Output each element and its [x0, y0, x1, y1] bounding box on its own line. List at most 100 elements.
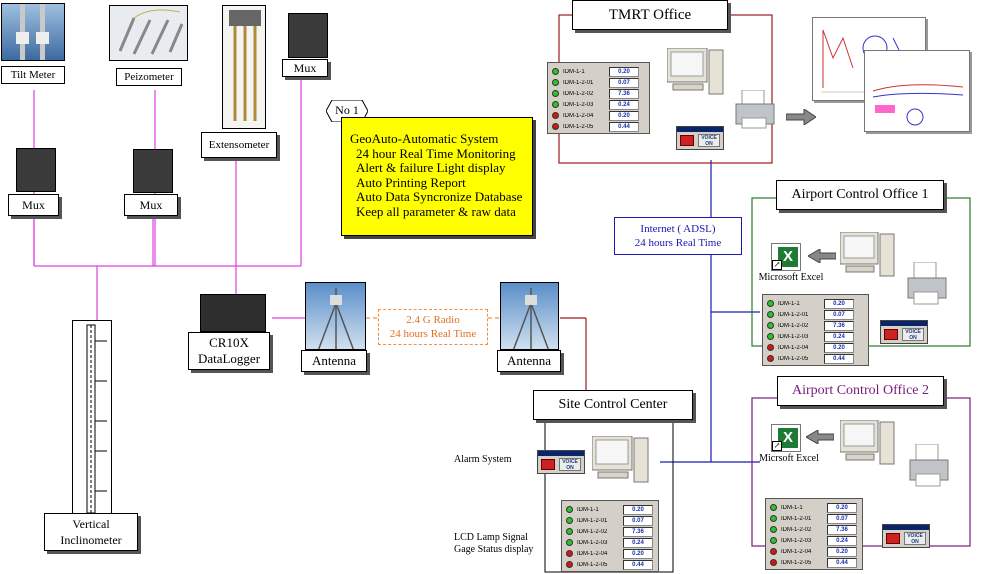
tmrt-computer — [666, 47, 725, 98]
airport2-voice-button[interactable]: VOICE ON — [882, 524, 930, 548]
status-ok-lamp — [767, 300, 774, 307]
gage-name: IDM-1-1 — [778, 300, 800, 307]
gage-name: IDM-1-2-05 — [563, 123, 594, 130]
alarm-system-label: Alarm System — [454, 454, 512, 465]
alarm-bell-icon — [884, 329, 898, 340]
gage-value: 0.44 — [824, 353, 854, 364]
inclinometer-label-line2: Inclinometer — [60, 533, 122, 547]
airport2-printer-icon — [908, 443, 950, 490]
mux-label-top: Mux — [282, 59, 328, 77]
gage-name: IDM-1-1 — [577, 506, 599, 513]
internet-link-label: Internet ( ADSL) 24 hours Real Time — [614, 217, 742, 255]
feature-item: Alert & failure Light display — [356, 160, 506, 175]
gage-value: 0.07 — [609, 77, 639, 88]
voice-on-label: VOICE ON — [904, 532, 926, 545]
lcd-label-line1: LCD Lamp Signal — [454, 532, 528, 543]
tmrt-office-title: TMRT Office — [572, 0, 728, 30]
datalogger-photo — [200, 294, 266, 332]
mux-unit-left — [16, 148, 56, 192]
gage-name: IDM-1-2-01 — [577, 517, 608, 524]
airport2-computer — [839, 419, 896, 468]
feature-badge-text: No 1 — [335, 103, 359, 117]
report-page-2 — [864, 50, 970, 132]
radio-link-line2: 24 hours Real Time — [389, 328, 477, 340]
feature-title: GeoAuto-Automatic System — [350, 131, 499, 146]
tmrt-voice-button[interactable]: VOICE ON — [676, 126, 724, 150]
inclinometer-diagram — [72, 320, 112, 515]
status-ok-lamp — [552, 101, 559, 108]
gage-value: 0.20 — [824, 298, 854, 309]
piezometer-photo — [109, 5, 188, 61]
gage-name: IDM-1-2-01 — [781, 515, 812, 522]
status-ok-lamp — [770, 515, 777, 522]
mux-unit-top — [288, 13, 328, 58]
gage-value: 0.20 — [609, 66, 639, 77]
left-arrow-icon — [805, 429, 835, 449]
status-ok-lamp — [767, 311, 774, 318]
gage-value: 0.24 — [827, 535, 857, 546]
status-ok-lamp — [566, 528, 573, 535]
voice-on-label: VOICE ON — [698, 134, 720, 147]
feature-badge: No 1 — [325, 99, 369, 123]
gage-value: 0.44 — [623, 559, 653, 570]
feature-item: Auto Data Syncronize Database — [356, 189, 523, 204]
datalogger-label: CR10X DataLogger — [188, 332, 270, 370]
airport1-voice-button[interactable]: VOICE ON — [880, 320, 928, 344]
radio-link-line1: 2.4 G Radio — [406, 314, 460, 326]
airport2-excel-label: Micrsoft Excel — [759, 453, 819, 464]
status-ok-lamp — [770, 504, 777, 511]
status-row: IDM-1-2-01 0.07 — [552, 77, 645, 88]
extensometer-photo — [222, 5, 266, 129]
status-row: IDM-1-2-03 0.24 — [767, 331, 864, 342]
status-row: IDM-1-2-02 7.36 — [767, 320, 864, 331]
gage-value: 7.36 — [824, 320, 854, 331]
airport2-excel-icon[interactable]: X↗ — [771, 424, 801, 452]
gage-name: IDM-1-2-03 — [781, 537, 812, 544]
gage-name: IDM-1-2-02 — [577, 528, 608, 535]
status-ok-lamp — [770, 537, 777, 544]
gage-name: IDM-1-2-05 — [778, 355, 809, 362]
internet-link-line2: 24 hours Real Time — [634, 237, 722, 249]
gage-name: IDM-1-2-03 — [778, 333, 809, 340]
status-ok-lamp — [566, 539, 573, 546]
internet-link-line1: Internet ( ADSL) — [640, 223, 716, 235]
gage-name: IDM-1-2-03 — [577, 539, 608, 546]
gage-value: 0.24 — [824, 331, 854, 342]
gage-value: 0.07 — [824, 309, 854, 320]
gage-name: IDM-1-2-01 — [563, 79, 594, 86]
radio-link-label: 2.4 G Radio 24 hours Real Time — [378, 309, 488, 345]
gage-value: 7.36 — [609, 88, 639, 99]
voice-on-label: VOICE ON — [902, 328, 924, 341]
antenna-left-photo — [305, 282, 366, 350]
gage-name: IDM-1-2-02 — [778, 322, 809, 329]
status-alert-lamp — [770, 548, 777, 555]
gage-value: 0.20 — [623, 504, 653, 515]
gage-value: 0.20 — [824, 342, 854, 353]
site-center-title: Site Control Center — [533, 390, 693, 420]
feature-note: GeoAuto-Automatic System 24 hour Real Ti… — [341, 117, 533, 236]
gage-value: 0.07 — [623, 515, 653, 526]
inclinometer-label: Vertical Inclinometer — [44, 513, 138, 551]
lcd-signal-label: LCD Lamp Signal Gage Status display — [454, 532, 533, 556]
datalogger-label-line1: CR10X — [209, 335, 249, 350]
feature-item: Auto Printing Report — [356, 174, 466, 190]
status-row: IDM-1-2-05 0.44 — [767, 353, 864, 364]
gage-name: IDM-1-2-01 — [778, 311, 809, 318]
airport1-excel-icon[interactable]: X↗ — [771, 243, 801, 271]
site-voice-button[interactable]: VOICE ON — [537, 450, 585, 474]
status-ok-lamp — [767, 333, 774, 340]
mux-label-middle: Mux — [124, 194, 178, 216]
feature-item: Keep all parameter & raw data — [356, 203, 516, 219]
